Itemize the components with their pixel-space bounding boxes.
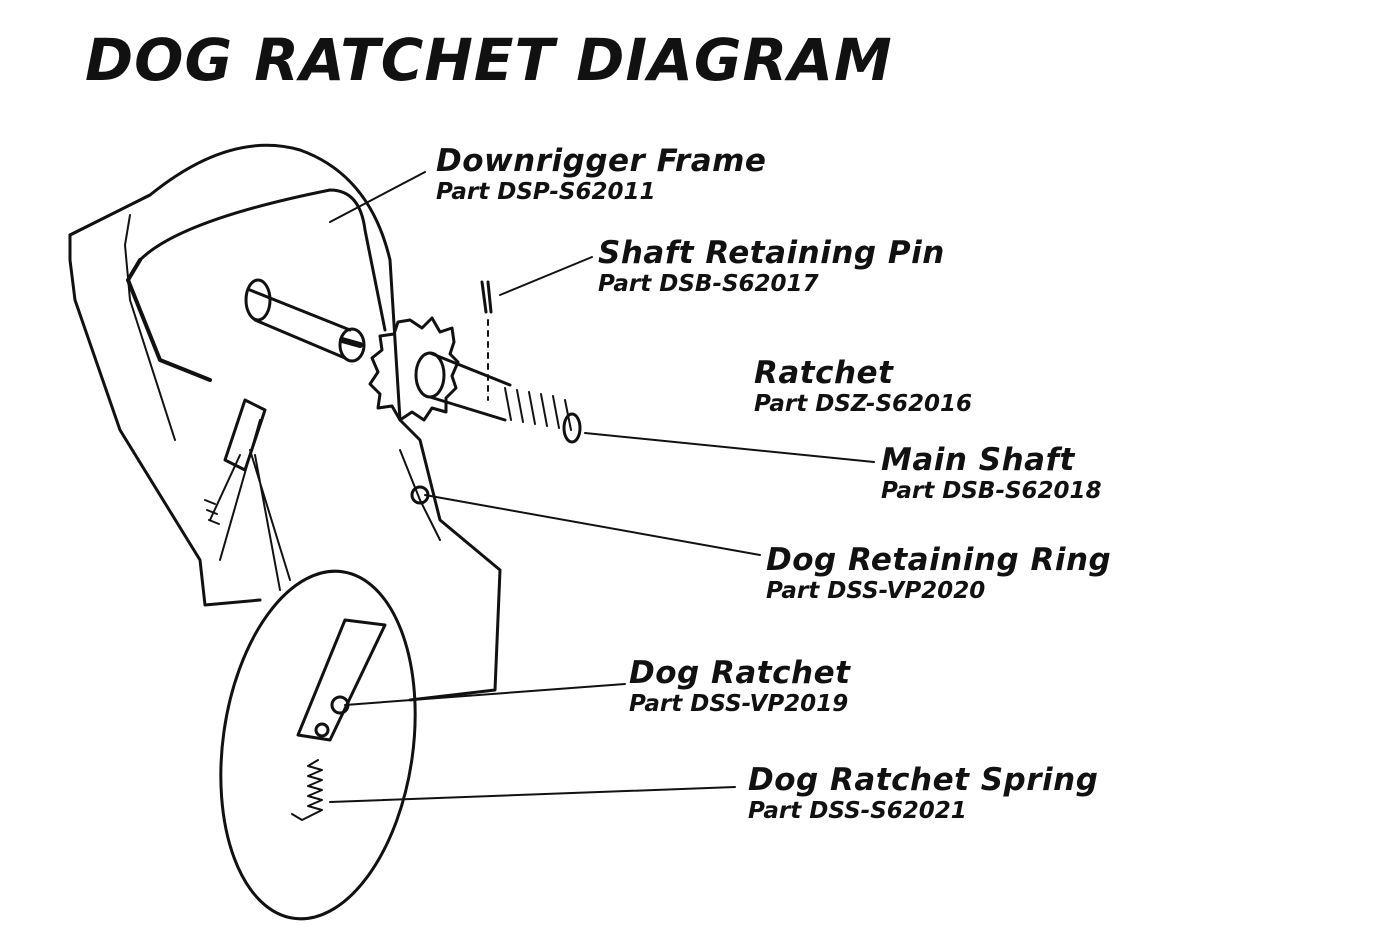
leader-main-shaft [584, 432, 875, 463]
ratchet-drawing [368, 316, 460, 422]
part-name: Downrigger Frame [436, 143, 767, 179]
part-name: Dog Ratchet [629, 655, 851, 691]
leader-dog-retaining-ring [424, 494, 761, 556]
part-number: Part DSP-S62011 [436, 179, 656, 205]
downrigger-frame-drawing [68, 143, 502, 702]
part-name: Ratchet [754, 355, 894, 391]
dog-ratchet-disc-drawing [219, 569, 417, 921]
frame-shaft-drawing [244, 278, 366, 363]
part-name: Shaft Retaining Pin [598, 235, 945, 271]
part-number: Part DSS-VP2019 [629, 691, 849, 717]
label-dog-ratchet: Dog Ratchet Part DSS-VP2019 [629, 656, 850, 718]
label-downrigger-frame: Downrigger Frame Part DSP-S62011 [436, 144, 766, 206]
leader-dog-ratchet-spring [329, 786, 736, 803]
part-name: Main Shaft [881, 442, 1075, 478]
part-number: Part DSZ-S62016 [754, 391, 973, 417]
page-title: DOG RATCHET DIAGRAM [85, 26, 893, 94]
part-number: Part DSB-S62018 [881, 478, 1102, 504]
part-number: Part DSB-S62017 [598, 271, 819, 297]
part-number: Part DSS-S62021 [748, 798, 967, 824]
label-dog-ratchet-spring: Dog Ratchet Spring Part DSS-S62021 [748, 763, 1098, 825]
leader-dog-ratchet [344, 683, 626, 706]
part-name: Dog Ratchet Spring [748, 762, 1099, 798]
label-shaft-retaining-pin: Shaft Retaining Pin Part DSB-S62017 [598, 236, 945, 298]
leader-shaft-retaining-pin [499, 256, 593, 296]
part-number: Part DSS-VP2020 [766, 578, 986, 604]
label-main-shaft: Main Shaft Part DSB-S62018 [881, 443, 1102, 505]
label-ratchet: Ratchet Part DSZ-S62016 [754, 356, 972, 418]
leader-downrigger-frame [329, 171, 426, 223]
label-dog-retaining-ring: Dog Retaining Ring Part DSS-VP2020 [766, 543, 1111, 605]
main-shaft-drawing [414, 351, 582, 444]
part-name: Dog Retaining Ring [766, 542, 1112, 578]
shaft-retaining-pin-drawing [480, 280, 493, 401]
